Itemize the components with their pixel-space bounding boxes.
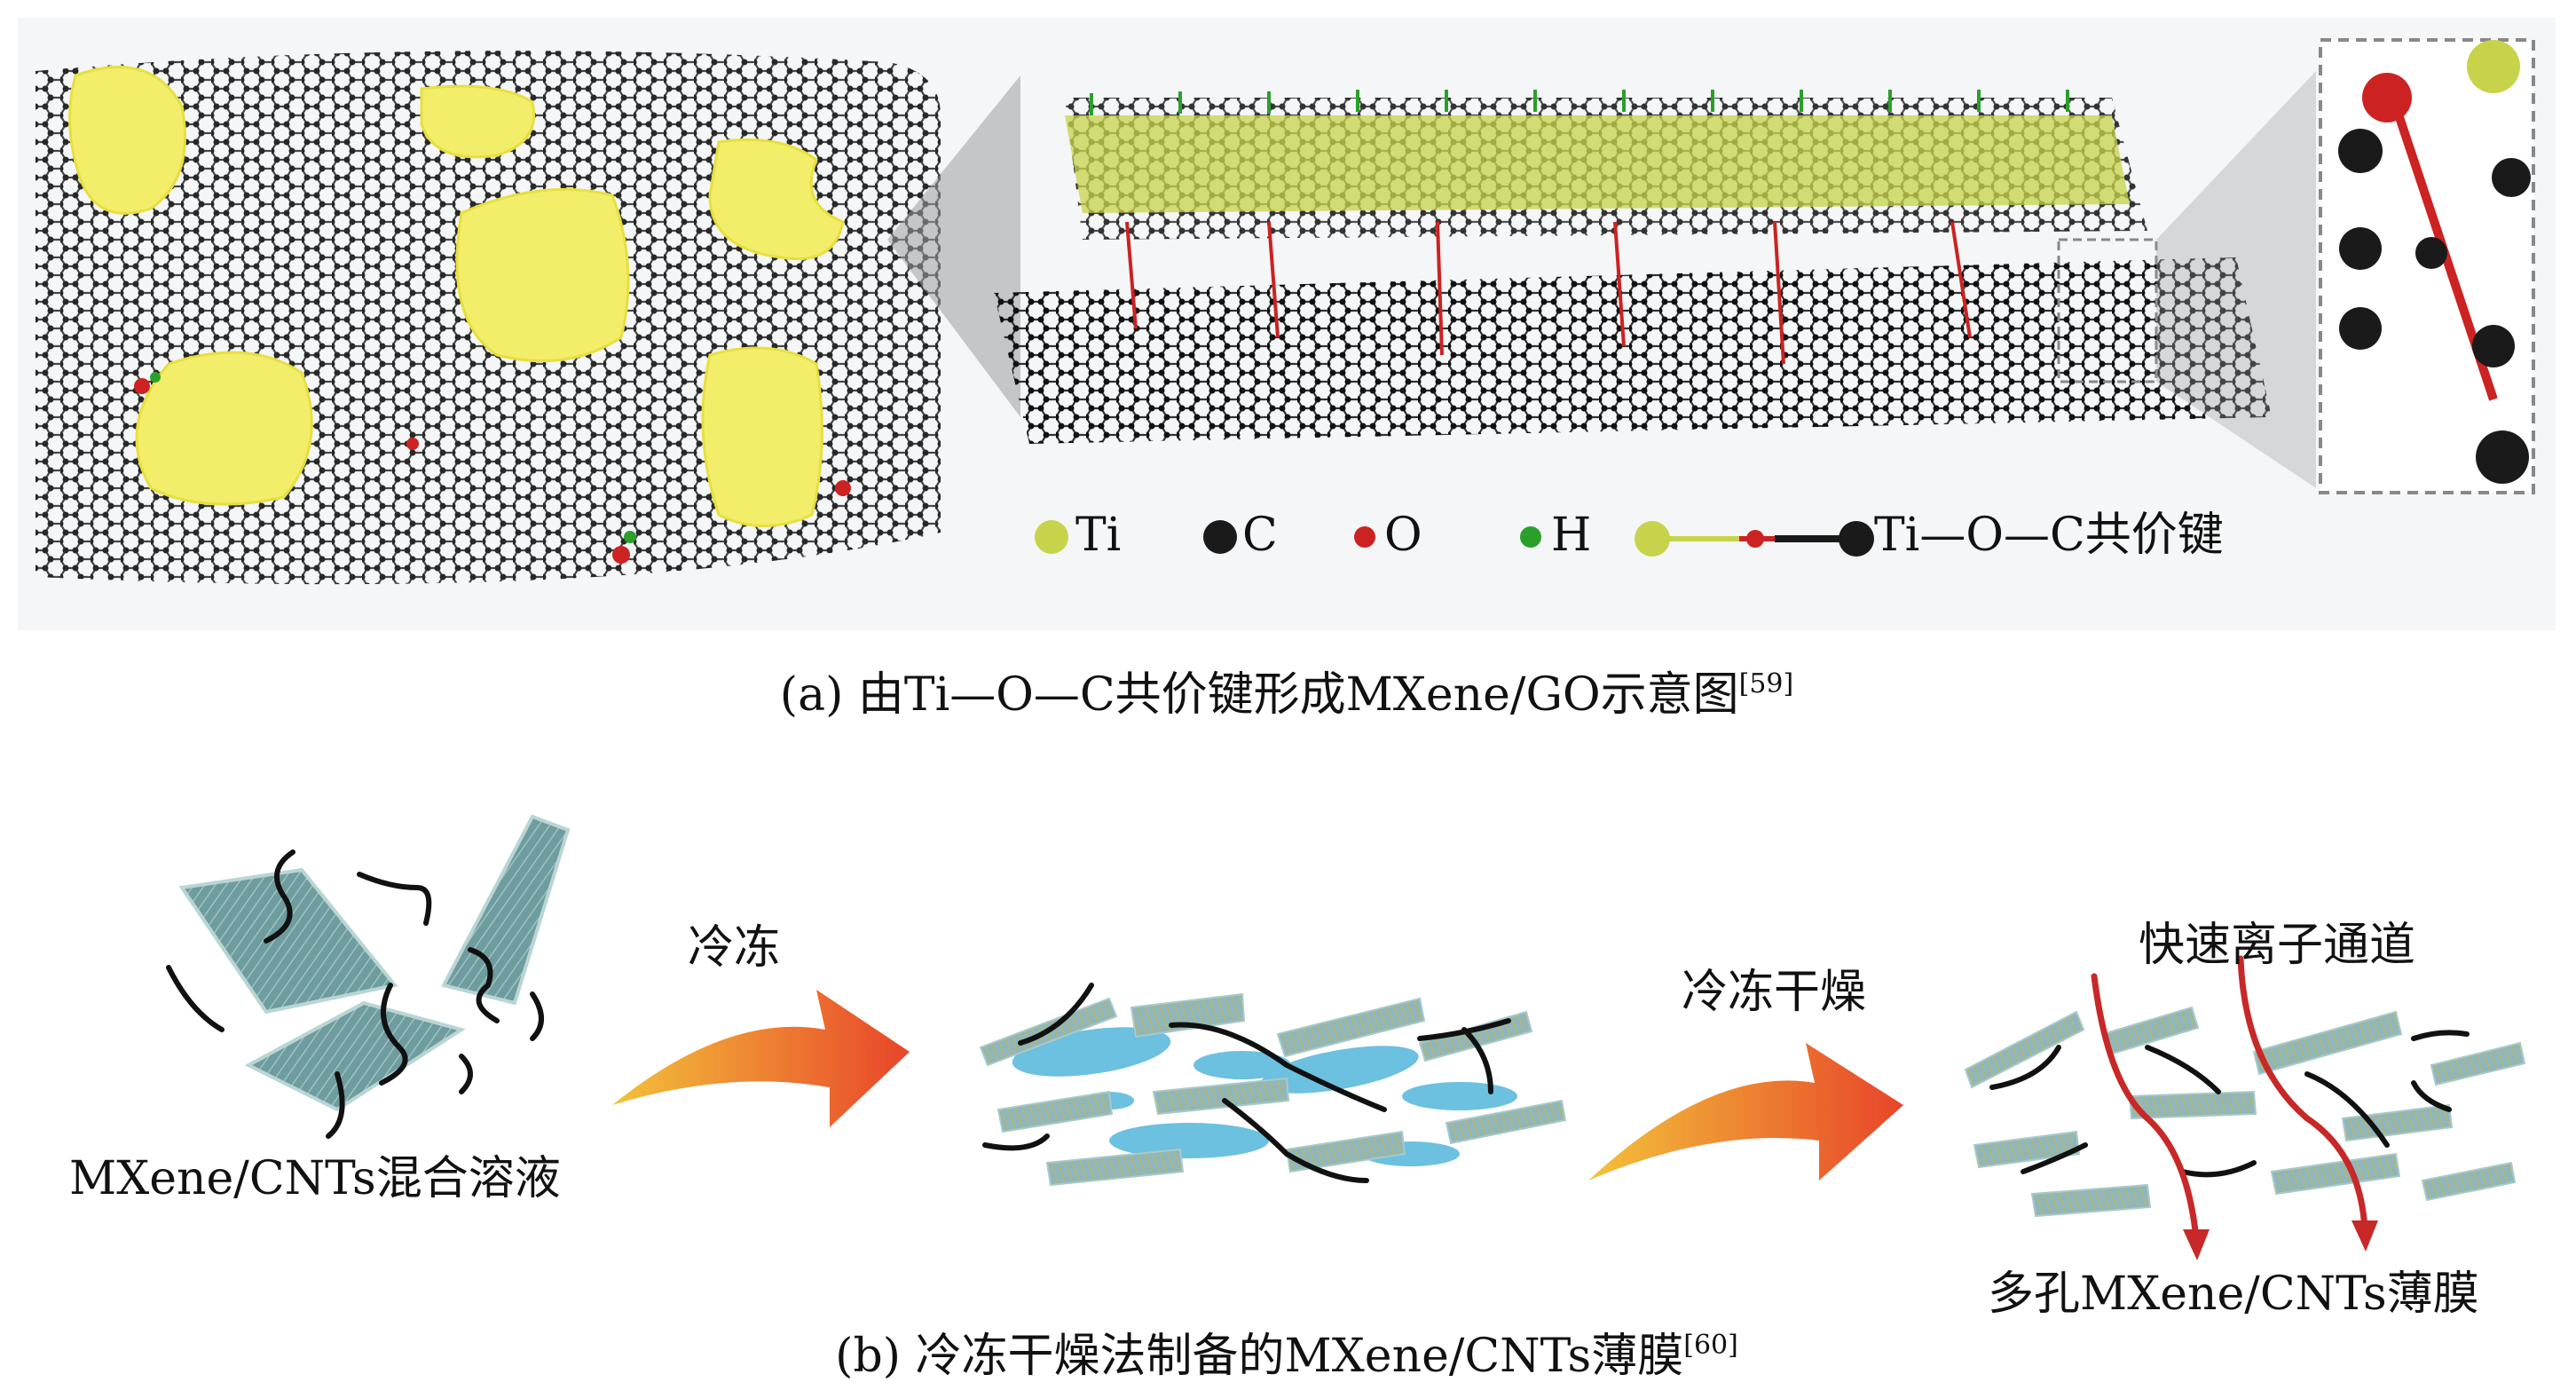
mxene-flake: [701, 346, 823, 527]
mxene-flake-dispersed: [441, 814, 571, 1006]
c-legend-label: C: [1242, 509, 1278, 562]
mxene-go-structure: [994, 90, 2272, 444]
caption-a: (a) 由Ti—O—C共价键形成MXene/GO示意图[59]: [780, 668, 1793, 722]
o-legend-marker: [1354, 526, 1375, 548]
mxene-flake: [420, 84, 536, 159]
bond-legend-label: Ti—O—C共价键: [1874, 509, 2224, 562]
freeze-arrow: [612, 990, 910, 1127]
bond-legend-marker: [1635, 521, 1874, 557]
svg-text:(a) 由Ti—O—C共价键形成MXene/GO示意图[59: (a) 由Ti—O—C共价键形成MXene/GO示意图[59]: [780, 668, 1793, 722]
edge-atoms: [134, 372, 851, 564]
freeze-dry-arrow: [1588, 1043, 1903, 1181]
porous-film: [1964, 955, 2526, 1260]
caption-b-text: (b) 冷冻干燥法制备的MXene/CNTs薄膜: [835, 1330, 1683, 1383]
c-legend-marker: [1203, 520, 1237, 554]
frozen-structure: [979, 983, 1567, 1187]
h-layer: [1090, 90, 2069, 115]
legend: Ti C O H Ti—O—C共价键: [1035, 509, 2224, 562]
panel-a: Ti C O H Ti—O—C共价键: [18, 18, 2556, 630]
cnt-strands: [982, 983, 1511, 1183]
cnt-strands: [166, 849, 544, 1139]
h-legend-label: H: [1551, 509, 1591, 562]
ti-o-c-bonds: [1125, 221, 1972, 365]
ti-legend-marker: [1035, 520, 1068, 554]
porous-film-label: 多孔MXene/CNTs薄膜: [1988, 1268, 2479, 1321]
mxene-stacks: [979, 992, 1567, 1187]
h-legend-marker: [1520, 526, 1541, 548]
caption-a-ref: [59]: [1739, 668, 1794, 699]
zoom-funnel-right: [2156, 71, 2316, 488]
freeze-arrow-label: 冷冻: [688, 921, 780, 975]
ion-channel-path: [2091, 973, 2200, 1242]
mxene-flake-dispersed: [178, 867, 398, 1015]
caption-b-ref: [60]: [1683, 1330, 1738, 1361]
caption-b: (b) 冷冻干燥法制备的MXene/CNTs薄膜[60]: [835, 1330, 1738, 1383]
ion-channel-arrowheads: [2183, 1220, 2378, 1260]
mxene-flake: [68, 66, 186, 215]
panel-b: MXene/CNTs混合溶液 冷冻: [62, 794, 2547, 1321]
ion-channels: [2091, 955, 2368, 1242]
bond-inset: [2319, 38, 2535, 494]
zoom-box-small: [2057, 238, 2158, 383]
zoom-funnel: [887, 75, 1020, 417]
mixed-solution-illustration: [166, 814, 571, 1139]
mixed-solution-label: MXene/CNTs混合溶液: [69, 1152, 561, 1205]
mxene-flake: [135, 351, 313, 506]
freeze-dry-arrow-label: 冷冻干燥: [1682, 966, 1866, 1019]
ti-layer: [1065, 115, 2130, 213]
cnt-strands: [1989, 1030, 2470, 1178]
ti-legend-label: Ti: [1075, 509, 1121, 562]
svg-text:(b) 冷冻干燥法制备的MXene/CNTs薄膜[60]: (b) 冷冻干燥法制备的MXene/CNTs薄膜[60]: [835, 1330, 1738, 1383]
caption-a-text: (a) 由Ti—O—C共价键形成MXene/GO示意图: [780, 668, 1739, 722]
mxene-flake: [455, 187, 630, 363]
mxene-flake-dispersed: [244, 1000, 466, 1112]
mxene-flakes: [68, 66, 845, 527]
o-legend-label: O: [1384, 509, 1422, 562]
mxene-flake: [708, 138, 845, 261]
mxene-stacks: [1964, 1006, 2526, 1218]
ion-channel-label: 快速离子通道: [2139, 919, 2415, 972]
ion-channel-path: [2237, 955, 2368, 1233]
